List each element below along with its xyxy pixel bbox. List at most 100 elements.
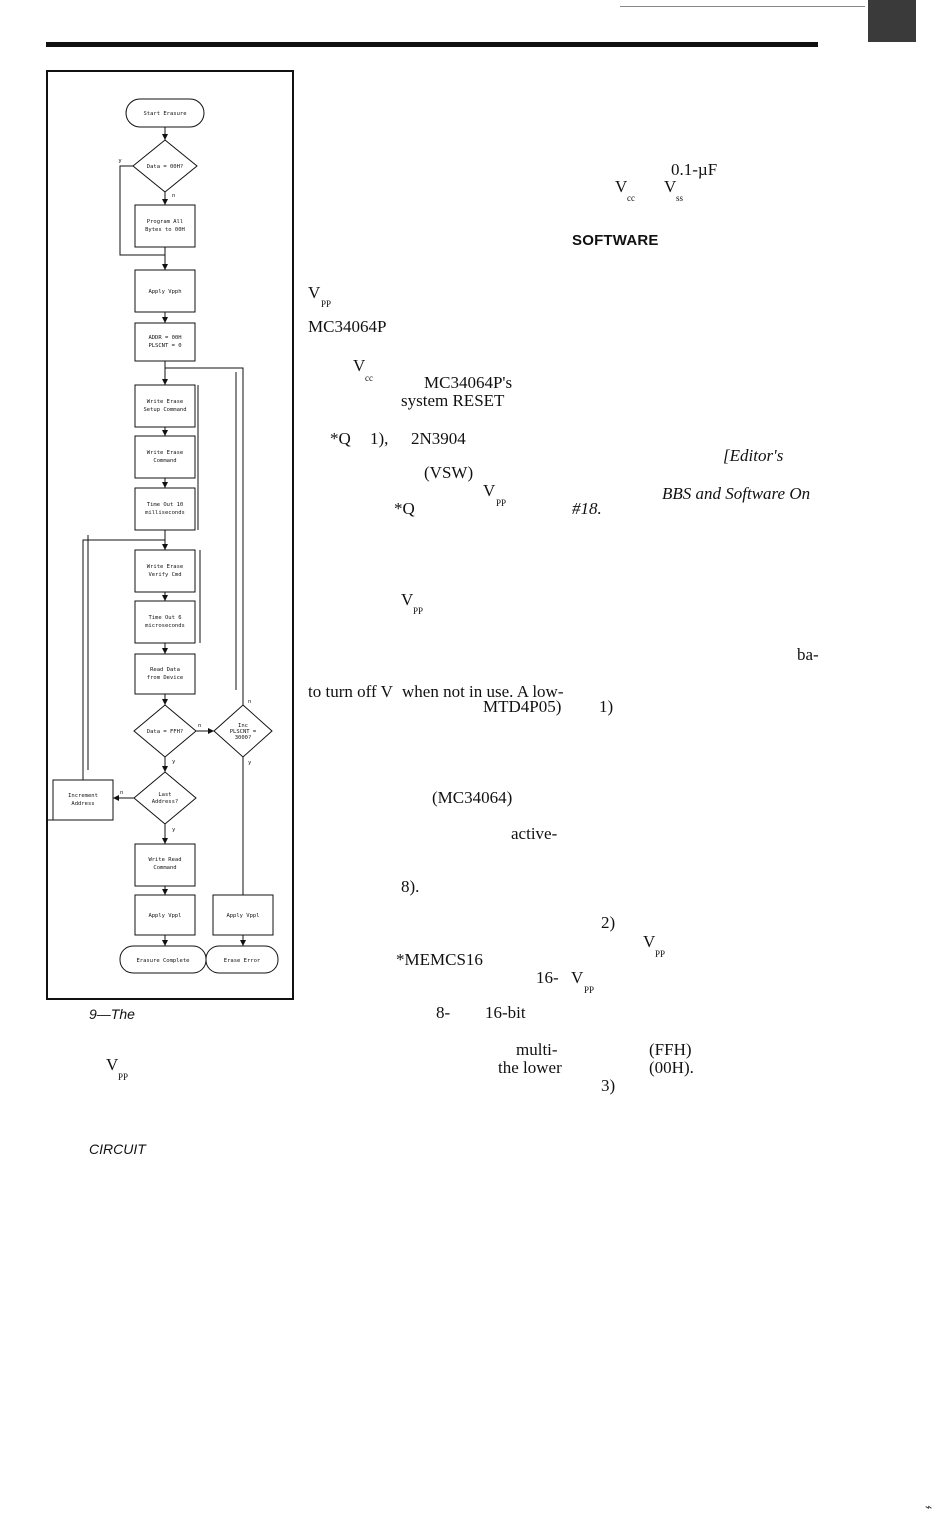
ffh-label: (FFH) bbox=[649, 1040, 692, 1059]
write-setup-line1: Write Erase bbox=[147, 399, 183, 405]
system-reset-label: system RESET bbox=[401, 391, 505, 410]
vpp6-sub: PP bbox=[118, 1072, 129, 1082]
timeout-6-line2: microseconds bbox=[145, 623, 185, 629]
increment-line2: Address bbox=[71, 801, 94, 807]
apply-vppl-b-label: Apply Vppl bbox=[226, 913, 259, 919]
two-label: 2) bbox=[601, 913, 616, 932]
vcc2-v: V bbox=[353, 356, 366, 375]
figure-caption: 9—The bbox=[89, 1006, 135, 1022]
program-all-line2: Bytes to 00H bbox=[145, 227, 185, 233]
vsw-label: (VSW) bbox=[424, 463, 474, 482]
read-data-box bbox=[134, 653, 196, 695]
read-data-line2: from Device bbox=[147, 675, 183, 681]
data-ff-label: Data = FFH? bbox=[147, 729, 183, 735]
ooh-label: (00H). bbox=[649, 1058, 694, 1077]
corner-tab-block bbox=[868, 0, 916, 42]
plscnt-line2: PLSCNT = bbox=[230, 729, 257, 735]
last-address-line1: Last bbox=[158, 792, 171, 798]
bbs-label: BBS and Software On bbox=[662, 484, 811, 503]
timeout-10-box bbox=[134, 487, 196, 531]
vcc-v: V bbox=[615, 177, 628, 196]
mc34064-label: (MC34064) bbox=[432, 788, 513, 807]
mtd4p05-label: MTD4P05) bbox=[483, 697, 562, 716]
increment-line1: Increment bbox=[68, 793, 98, 799]
header-rule bbox=[46, 42, 818, 47]
erase-error-terminator bbox=[205, 945, 279, 974]
apply-vpph-label: Apply Vpph bbox=[148, 289, 181, 295]
yes-label-4: y bbox=[172, 827, 176, 833]
write-read-line1: Write Read bbox=[148, 857, 181, 863]
vpp4-v: V bbox=[643, 932, 656, 951]
when-not-label: when not in use. A low- bbox=[402, 682, 564, 701]
vpp4-sub: PP bbox=[655, 949, 666, 959]
flowchart-frame bbox=[46, 70, 294, 1000]
sixteen-label: 16- bbox=[536, 968, 559, 987]
capacitor-value: 0.1-µF bbox=[671, 160, 718, 179]
vpp3-v: V bbox=[401, 590, 414, 609]
increment-address-box bbox=[52, 779, 114, 821]
vpp5-sub: PP bbox=[584, 985, 595, 995]
mc34064ps-label: MC34064P's bbox=[424, 373, 513, 392]
write-read-line2: Command bbox=[153, 865, 176, 871]
corner-mark: ⌁ bbox=[925, 1500, 933, 1514]
write-verify-line2: Verify Cmd bbox=[148, 572, 181, 578]
no-label-2: n bbox=[198, 723, 201, 729]
mc34064p-label: MC34064P bbox=[308, 317, 387, 336]
vss-sub: ss bbox=[676, 193, 684, 203]
read-data-line1: Read Data bbox=[150, 667, 180, 673]
write-setup-line2: Setup Command bbox=[143, 407, 186, 413]
active-label: active- bbox=[511, 824, 558, 843]
timeout-6-line1: Time Out 6 bbox=[148, 615, 181, 621]
plscnt-line3: 3000? bbox=[235, 735, 252, 741]
one-label: 1), bbox=[370, 429, 389, 448]
vpp-v: V bbox=[308, 283, 321, 302]
vpp2-sub: PP bbox=[496, 498, 507, 508]
the-lower-label: the lower bbox=[498, 1058, 562, 1077]
init-line1: ADDR = 00H bbox=[148, 335, 181, 341]
write-erase-box bbox=[134, 435, 196, 479]
yes-label-2: y bbox=[172, 759, 176, 765]
write-verify-line1: Write Erase bbox=[147, 564, 183, 570]
software-heading: SOFTWARE bbox=[572, 232, 659, 249]
write-erase-line2: Command bbox=[153, 458, 176, 464]
init-box bbox=[134, 322, 196, 362]
yes-label-1: y bbox=[118, 158, 122, 164]
issue-18-label: #18. bbox=[572, 499, 602, 518]
plscnt-line1: Inc bbox=[238, 723, 248, 729]
program-all-line1: Program All bbox=[147, 219, 183, 225]
eight-label: 8). bbox=[401, 877, 420, 896]
vpp6-v: V bbox=[106, 1055, 119, 1074]
timeout-10-line1: Time Out 10 bbox=[147, 502, 183, 508]
no-label-4: n bbox=[120, 790, 123, 796]
sixteen-bit-label: 16-bit bbox=[485, 1003, 526, 1022]
write-setup-box bbox=[134, 384, 196, 428]
erasure-complete-label: Erasure Complete bbox=[137, 958, 190, 964]
circuit-footer: CIRCUIT bbox=[89, 1141, 146, 1157]
vpp5-v: V bbox=[571, 968, 584, 987]
write-erase-line1: Write Erase bbox=[147, 450, 183, 456]
no-label-3: n bbox=[248, 699, 251, 705]
no-label-1: n bbox=[172, 193, 175, 199]
write-verify-box bbox=[134, 549, 196, 593]
eight-dash-label: 8- bbox=[436, 1003, 451, 1022]
data-00-label: Data = 00H? bbox=[147, 164, 183, 170]
ba-label: ba- bbox=[797, 645, 819, 664]
multi-label: multi- bbox=[516, 1040, 558, 1059]
turn-off-label: to turn off V bbox=[308, 682, 393, 701]
n2n3904-label: 2N3904 bbox=[411, 429, 466, 448]
vcc2-sub: cc bbox=[365, 373, 373, 383]
decision-last-address bbox=[133, 771, 197, 825]
vss-v: V bbox=[664, 177, 677, 196]
yes-label-3: y bbox=[248, 760, 252, 766]
program-all-box bbox=[134, 204, 196, 248]
vcc-sub: cc bbox=[627, 193, 635, 203]
vpp-sub: PP bbox=[321, 299, 332, 309]
editors-label: [Editor's bbox=[723, 446, 784, 465]
top-hairline bbox=[620, 6, 865, 7]
q1-label: *Q bbox=[330, 429, 351, 448]
three-label: 3) bbox=[601, 1076, 616, 1095]
init-line2: PLSCNT = 0 bbox=[148, 343, 181, 349]
timeout-6-box bbox=[134, 600, 196, 644]
one-b-label: 1) bbox=[599, 697, 614, 716]
